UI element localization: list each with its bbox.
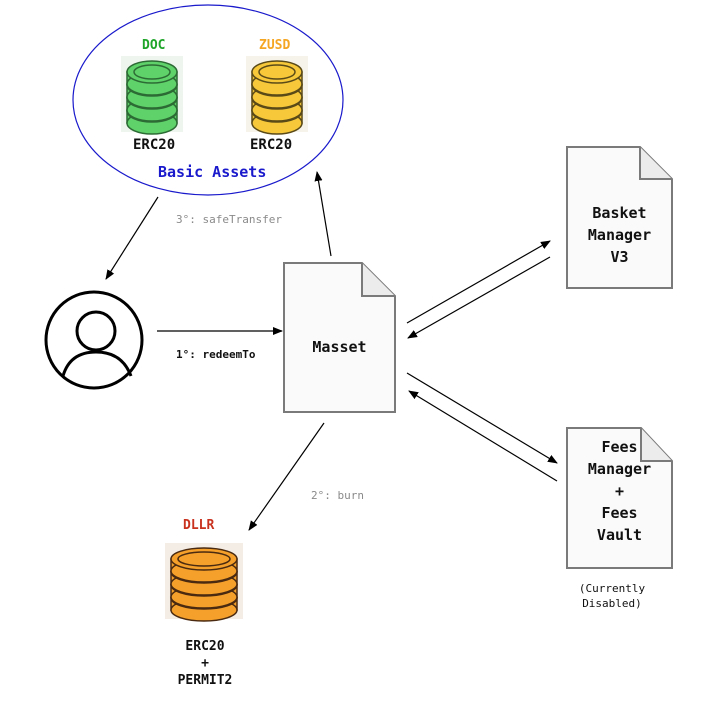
doc-token-name: DOC: [142, 38, 166, 53]
arrow-basket-to-masset: [407, 256, 551, 339]
fees-label: Fees Manager + Fees Vault: [567, 436, 672, 546]
masset-document: [283, 262, 396, 413]
fees-line: Fees: [601, 504, 638, 522]
step-safe-transfer: 3°: safeTransfer: [176, 213, 282, 226]
fees-line: Vault: [596, 526, 643, 544]
step-redeem-to: 1°: redeemTo: [176, 348, 256, 361]
step-burn: 2°: burn: [311, 489, 364, 502]
zusd-token-name: ZUSD: [259, 38, 291, 53]
dllr-coin-stack-icon: [165, 543, 243, 622]
zusd-standard: ERC20: [250, 137, 293, 153]
basket-manager-line: Manager: [587, 226, 652, 244]
fees-document: [566, 427, 673, 569]
user-avatar-icon: [44, 290, 144, 390]
dllr-standard-line: PERMIT2: [177, 673, 233, 688]
basket-manager-document: [566, 146, 673, 289]
coin-inner-ring: [177, 551, 231, 567]
fees-note-line: (Currently: [578, 582, 646, 595]
basket-manager-line: V3: [610, 248, 629, 266]
basic-assets-label: Basic Assets: [158, 163, 267, 181]
doc-coin-stack-icon: [121, 56, 183, 135]
arrow-masset-to-assets: [314, 171, 332, 257]
arrow-fees-to-masset: [408, 390, 558, 482]
coin-inner-ring: [133, 64, 171, 80]
arrow-masset-to-fees: [406, 372, 558, 464]
coin-inner-ring: [258, 64, 296, 80]
dllr-standard-line: +: [201, 656, 209, 671]
arrow-masset-to-basket: [406, 240, 551, 324]
fees-note-line: Disabled): [582, 597, 642, 610]
fees-line: Fees: [601, 438, 638, 456]
zusd-coin-stack-icon: [246, 56, 308, 135]
fees-line: Manager: [587, 460, 652, 478]
fees-line: +: [614, 482, 625, 500]
dllr-standard: ERC20 + PERMIT2: [160, 638, 250, 689]
dllr-token-name: DLLR: [183, 518, 215, 533]
basic-assets-group: [72, 4, 344, 196]
arrow-assets-to-user: [105, 196, 159, 280]
fees-status-note: (Currently Disabled): [567, 581, 657, 611]
basket-manager-line: Basket: [592, 204, 647, 222]
arrow-masset-to-dllr: [248, 422, 325, 531]
doc-standard: ERC20: [133, 137, 176, 153]
masset-label: Masset: [312, 338, 367, 356]
dllr-standard-line: ERC20: [185, 639, 225, 654]
basket-manager-label: Basket Manager V3: [567, 202, 672, 268]
